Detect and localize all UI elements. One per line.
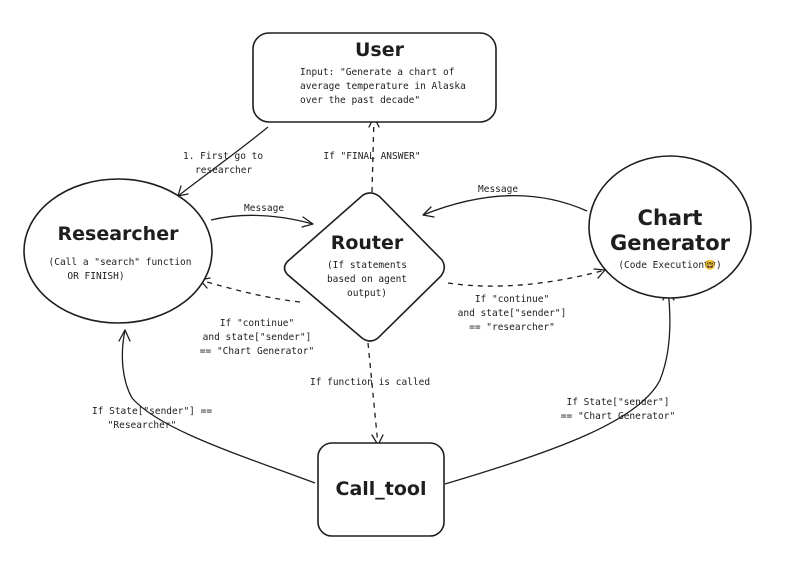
edge-researcher-to-router [210,214,314,228]
label-router-to-call-tool: If function is called [310,377,430,388]
edge-router-to-call-tool [367,342,384,446]
node-chart-generator: Chart Generator (Code Execution🤓) [588,155,752,299]
label-router-to-user: If "FINAL ANSWER" [323,151,420,162]
node-user-desc-line-2: average temperature in Alaska [300,81,466,92]
node-call-tool: Call_tool [317,442,445,537]
label-call-tool-to-researcher-line-1: If State["sender"] == [92,406,212,417]
node-researcher: Researcher (Call a "search" function OR … [23,178,213,324]
node-researcher-desc-line-2: OR FINISH) [67,271,124,282]
node-router-desc-line-2: based on agent [327,274,407,285]
edge-chart-to-router [422,195,588,218]
node-user-title: User [355,39,405,61]
label-router-to-researcher-line-3: == "Chart Generator" [200,346,314,357]
node-researcher-desc-line-1: (Call a "search" function [49,257,192,268]
label-user-to-researcher-line-1: 1. First go to [183,151,263,162]
label-user-to-researcher: 1. First go to researcher [183,151,263,176]
node-router: Router (If statements based on agent out… [283,192,446,342]
node-router-desc-line-1: (If statements [327,260,407,271]
node-chart-generator-title-line-1: Chart [638,206,703,230]
edge-router-to-researcher [199,277,301,303]
node-call-tool-title: Call_tool [336,478,427,500]
edge-router-to-chart [447,268,606,287]
label-router-to-chart: If "continue" and state["sender"] == "re… [458,294,567,333]
node-router-title: Router [331,232,404,254]
label-call-tool-to-researcher: If State["sender"] == "Researcher" [92,406,212,431]
label-router-to-researcher-line-2: and state["sender"] [203,332,312,343]
node-chart-generator-desc: (Code Execution🤓) [618,259,721,271]
label-router-to-researcher: If "continue" and state["sender"] == "Ch… [200,318,314,357]
edge-call-tool-to-researcher [118,329,316,484]
node-chart-generator-title-line-2: Generator [610,231,731,255]
node-user-desc-line-3: over the past decade" [300,95,420,106]
node-researcher-title: Researcher [58,223,180,245]
edge-call-tool-to-chart [444,289,675,485]
label-router-to-chart-line-2: and state["sender"] [458,308,567,319]
node-user-desc-line-1: Input: "Generate a chart of [300,67,454,78]
label-chart-to-router: Message [478,184,518,195]
label-call-tool-to-chart-line-1: If State["sender"] [567,397,670,408]
label-router-to-chart-line-1: If "continue" [475,294,549,305]
label-user-to-researcher-line-2: researcher [195,165,252,176]
label-router-to-chart-line-3: == "researcher" [469,322,555,333]
label-call-tool-to-researcher-line-2: "Researcher" [108,420,177,431]
label-router-to-researcher-line-1: If "continue" [220,318,294,329]
label-call-tool-to-chart: If State["sender"] == "Chart Generator" [561,397,675,422]
label-researcher-to-router: Message [244,203,284,214]
label-call-tool-to-chart-line-2: == "Chart Generator" [561,411,675,422]
node-user: User Input: "Generate a chart of average… [252,32,497,123]
node-router-desc-line-3: output) [347,288,387,299]
